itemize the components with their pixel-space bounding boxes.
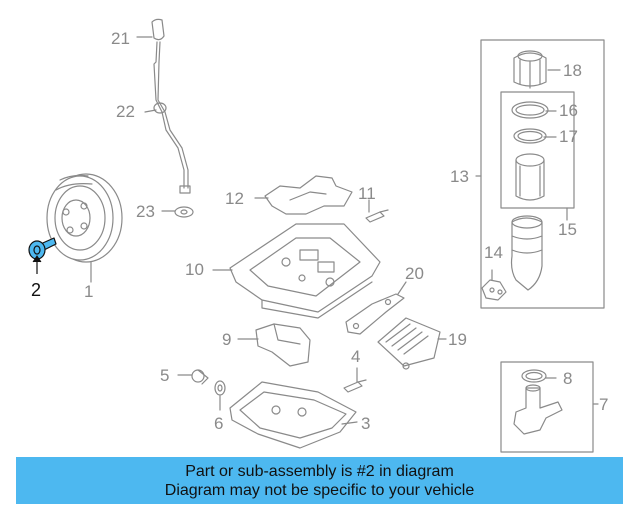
oil-pump-housing[interactable] [229,223,381,319]
sensor-box [500,361,594,453]
callout-7: 7 [599,395,609,414]
mounting-bracket[interactable] [345,293,405,335]
callout-19: 19 [448,330,467,349]
sealant-tube-lower[interactable] [343,379,367,393]
info-banner: Part or sub-assembly is #2 in diagram Di… [16,457,623,504]
filter-seal-ring-small[interactable] [513,128,547,144]
callout-5: 5 [160,366,170,385]
callout-23: 23 [136,202,155,221]
callout-13: 13 [450,167,469,186]
filter-housing[interactable] [510,215,543,291]
callout-3: 3 [361,414,371,433]
oil-baffle-upper[interactable] [264,175,353,215]
oil-pan[interactable] [229,381,357,449]
callout-11: 11 [358,184,376,203]
callout-18: 18 [563,61,582,80]
callout-21: 21 [111,29,130,48]
callout-6: 6 [214,414,224,433]
callout-4: 4 [351,347,361,366]
filter-seal-ring-large[interactable] [511,101,549,119]
callout-20: 20 [405,264,424,283]
oil-dipstick[interactable] [151,18,194,218]
callout-1: 1 [84,282,94,301]
callout-15: 15 [558,220,577,239]
banner-line-1: Part or sub-assembly is #2 in diagram [185,462,454,480]
filter-kit-box [500,91,575,209]
callout-22: 22 [116,102,135,121]
callout-14: 14 [484,243,503,262]
callout-16: 16 [559,101,578,120]
pulley-bolt[interactable] [28,237,57,260]
callout-8: 8 [563,369,573,388]
banner-line-2: Diagram may not be specific to your vehi… [164,481,475,499]
callout-17: 17 [559,127,578,146]
sealant-tube-upper[interactable] [365,209,389,223]
callout-12: 12 [225,189,244,208]
housing-gasket[interactable] [481,279,507,301]
crankshaft-pulley[interactable] [46,173,123,263]
filter-cap[interactable] [513,50,547,89]
callout-9: 9 [222,330,232,349]
filter-assembly-box [480,39,605,309]
oil-level-sensor[interactable] [513,384,563,435]
oil-cooler[interactable] [377,317,441,370]
callout-10: 10 [185,260,204,279]
oil-baffle-lower[interactable] [255,323,311,367]
drain-plug[interactable] [191,369,209,385]
sensor-o-ring[interactable] [521,369,547,383]
drain-plug-washer[interactable] [214,380,226,396]
callout-2[interactable]: 2 [31,280,42,300]
oil-filter-element[interactable] [515,153,545,201]
